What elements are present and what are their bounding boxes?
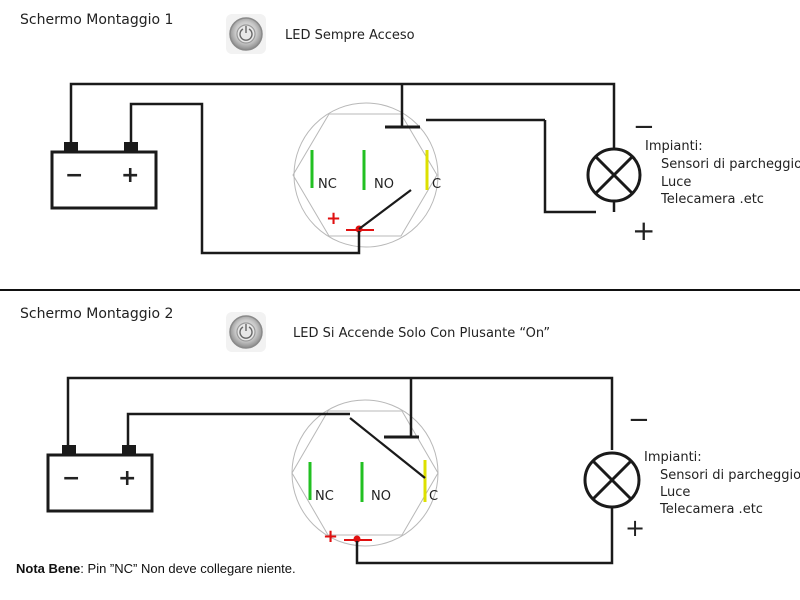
battery-1: − + [50,142,158,210]
led-push-button-icon [226,312,266,352]
diagram-2-title: Schermo Montaggio 2 [20,306,173,322]
battery-2-minus: − [62,466,80,491]
lamp-1-minus: − [633,112,655,142]
note-text: : Pin ”NC” Non deve collegare niente. [80,561,296,576]
load-heading-1: Impianti: [645,139,703,154]
load-heading-2: Impianti: [644,450,702,465]
wires-2 [66,376,614,565]
led-label-1: LED Sempre Acceso [285,28,415,43]
switch-1: NC NO C + [292,102,441,248]
load-list-2: Impianti: Sensori di parcheggio Luce Tel… [644,450,800,517]
pin-no-label-2: NO [371,489,391,504]
switch-2-plus: + [323,526,338,547]
lamp-1: − + [586,112,655,247]
switch-2: NC NO C + [291,399,439,547]
battery-1-minus: − [65,163,83,188]
pin-no-label-1: NO [374,177,394,192]
switch-1-plus: + [326,208,341,229]
lamp-2-plus: + [625,514,645,542]
switch-2-red-dot [353,535,361,543]
battery-2-plus: + [118,466,136,491]
battery-1-plus: + [121,163,139,188]
note-bene: Nota Bene: Pin ”NC” Non deve collegare n… [16,561,296,576]
battery-2: − + [46,445,154,513]
load-item: Sensori di parcheggio [661,157,800,172]
pin-nc-label-2: NC [315,489,334,504]
led-push-button-icon [226,14,266,54]
load-item: Sensori di parcheggio [660,468,800,483]
load-item: Luce [660,485,690,500]
load-item: Telecamera .etc [660,192,764,207]
led-label-2: LED Si Accende Solo Con Plusante “On” [293,326,550,341]
pin-c-label-2: C [429,489,438,504]
lamp-2-minus: − [628,405,650,435]
load-item: Luce [661,175,691,190]
diagram-1: Schermo Montaggio 1 LED Sempre Acceso − … [20,12,800,255]
load-item: Telecamera .etc [659,502,763,517]
diagram-1-title: Schermo Montaggio 1 [20,12,173,28]
wires-1 [69,82,616,255]
pin-nc-label-1: NC [318,177,337,192]
note-bold: Nota Bene [16,561,81,576]
lamp-2: − + [583,405,650,542]
pin-c-label-1: C [432,177,441,192]
load-list-1: Impianti: Sensori di parcheggio Luce Tel… [645,139,800,207]
lamp-1-plus: + [632,214,655,247]
diagram-2: Schermo Montaggio 2 LED Si Accende Solo … [20,306,800,565]
